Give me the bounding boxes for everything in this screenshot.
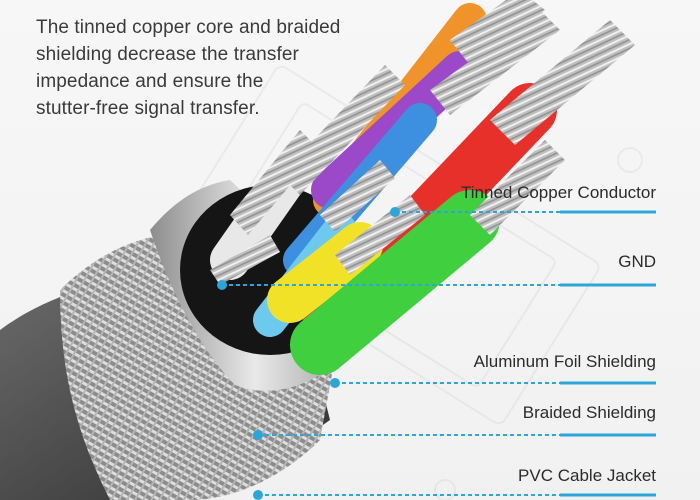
leader-dot-jacket	[253, 490, 263, 500]
label-pvc-cable-jacket: PVC Cable Jacket	[518, 466, 656, 485]
description-line: impedance and ensure the	[36, 71, 264, 92]
description-line: shielding decrease the transfer	[36, 44, 299, 65]
label-aluminum-foil-shielding: Aluminum Foil Shielding	[473, 352, 656, 371]
leader-dot-gnd	[217, 280, 227, 290]
description-text: The tinned copper core and braided shiel…	[36, 14, 396, 122]
label-gnd: GND	[618, 252, 656, 271]
leader-dots	[217, 207, 400, 500]
leader-dot-foil	[330, 378, 340, 388]
description-line: stutter-free signal transfer.	[36, 98, 260, 119]
leader-lines	[222, 210, 656, 497]
label-tinned-copper-conductor: Tinned Copper Conductor	[461, 183, 656, 202]
label-braided-shielding: Braided Shielding	[522, 403, 656, 422]
wire-green	[290, 190, 500, 375]
description-line: The tinned copper core and braided	[36, 17, 341, 38]
leader-dot-conductor	[390, 207, 400, 217]
leader-dot-braid	[253, 430, 263, 440]
